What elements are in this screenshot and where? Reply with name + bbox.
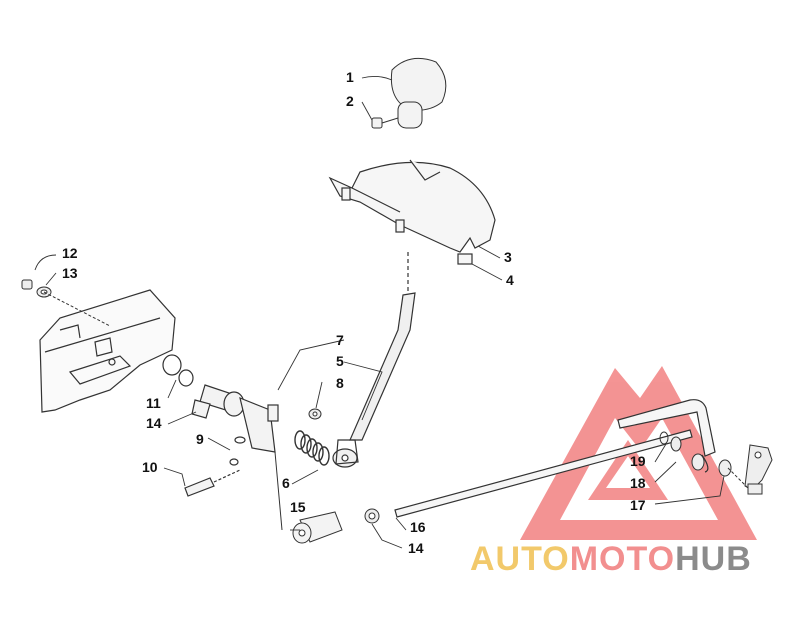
- callout-13: 13: [62, 265, 78, 281]
- callout-14-right: 14: [408, 540, 424, 556]
- watermark-triangle: [520, 366, 757, 540]
- svg-text:AUTOMOTOHUB: AUTOMOTOHUB: [470, 540, 752, 578]
- callout-18: 18: [630, 475, 646, 491]
- leader-lines: [34, 75, 725, 549]
- callout-2: 2: [346, 93, 354, 109]
- callout-17: 17: [630, 497, 646, 513]
- callout-10: 10: [142, 459, 158, 475]
- shift-cover: [328, 159, 496, 265]
- shift-lever: [332, 252, 416, 468]
- callout-numbers: 1 2 3 4 5 6 7 8 9 10 11 12 13 14 14 15 1…: [62, 69, 646, 556]
- callout-12: 12: [62, 245, 78, 261]
- callout-19: 19: [630, 453, 646, 469]
- shift-rod: [394, 399, 716, 518]
- shift-knob: [371, 57, 447, 129]
- callout-4: 4: [506, 272, 514, 288]
- watermark-logo: AUTOMOTOHUB: [470, 540, 752, 578]
- callout-8: 8: [336, 375, 344, 391]
- callout-14-left: 14: [146, 415, 162, 431]
- watermark-auto: AUTO: [470, 540, 570, 578]
- bolt-12: [21, 279, 111, 327]
- frame-bracket: [39, 289, 176, 413]
- rod-hardware: [659, 431, 773, 495]
- callout-1: 1: [346, 69, 354, 85]
- nut-14: [364, 508, 380, 524]
- callout-16: 16: [410, 519, 426, 535]
- callout-9: 9: [196, 431, 204, 447]
- rod-end-15: [274, 451, 343, 544]
- pivot-assembly: [162, 354, 279, 497]
- callout-11: 11: [146, 395, 161, 411]
- callout-3: 3: [504, 249, 512, 265]
- nut-8: [308, 408, 322, 420]
- callout-15: 15: [290, 499, 306, 515]
- watermark-moto: MOTO: [570, 540, 675, 578]
- spring-6: [294, 430, 330, 466]
- callout-7: 7: [336, 332, 344, 348]
- callout-6: 6: [282, 475, 290, 491]
- watermark-hub: HUB: [675, 540, 752, 578]
- callout-5: 5: [336, 353, 344, 369]
